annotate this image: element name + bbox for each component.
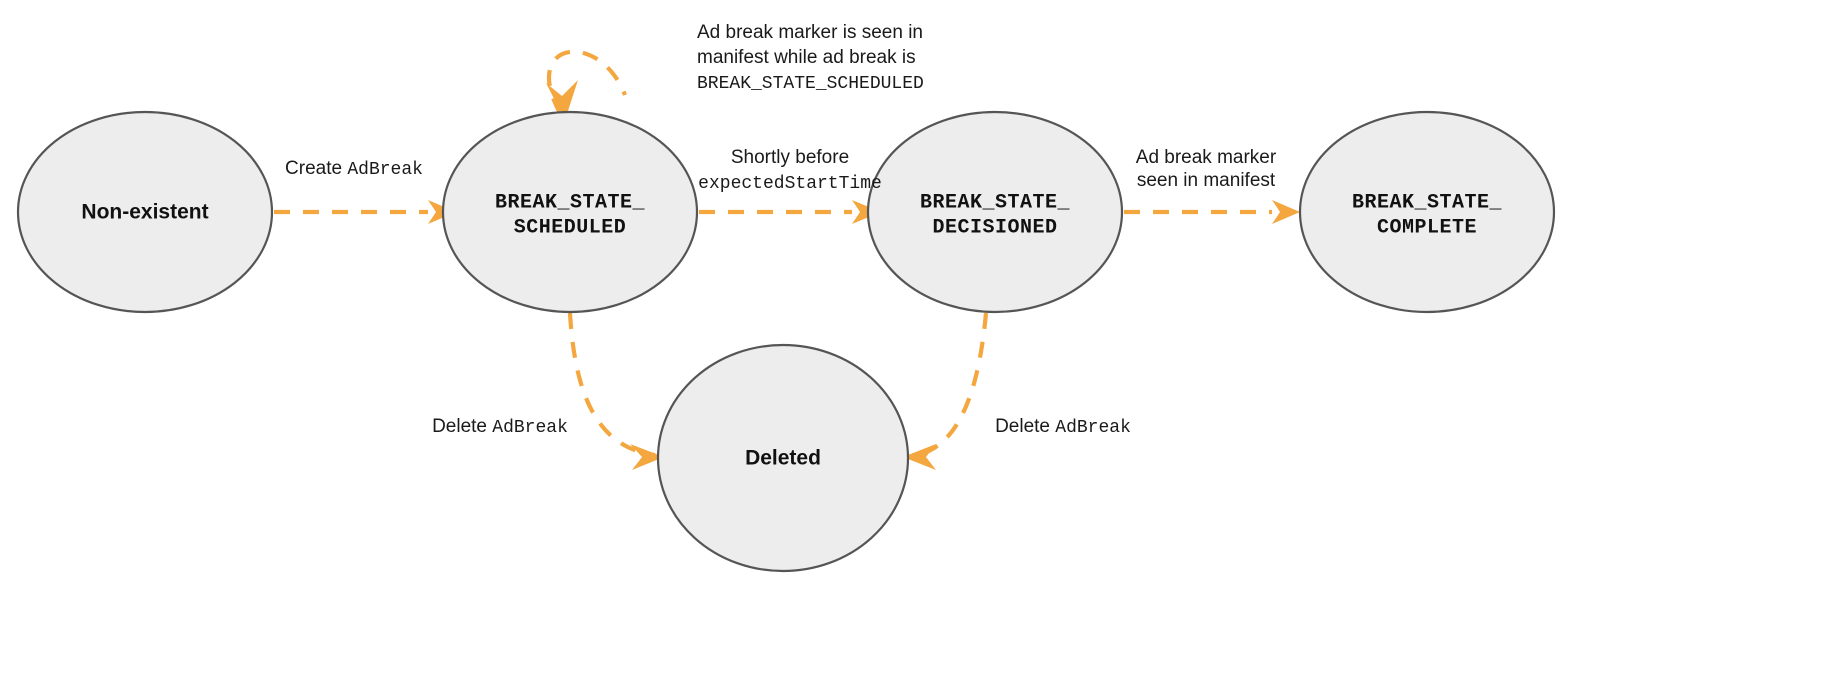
arrowhead-icon xyxy=(1272,200,1300,224)
edge-label-create-adbreak-prefix: Create xyxy=(285,158,347,179)
node-label-non-existent: Non-existent xyxy=(81,201,208,224)
edge-delete-adbreak-from-scheduled[interactable] xyxy=(567,312,664,470)
edge-label-delete-adbreak-left: Delete AdBreak xyxy=(432,416,568,438)
edge-create-adbreak[interactable] xyxy=(274,200,456,224)
edge-shortly-before-expected-start-time[interactable] xyxy=(699,200,881,224)
edge-line xyxy=(567,312,656,458)
edge-line xyxy=(911,312,989,459)
edge-label-selfloop-line1: Ad break marker is seen in xyxy=(697,22,923,43)
edge-label-selfloop-line3: BREAK_STATE_SCHEDULED xyxy=(697,74,924,94)
edge-line xyxy=(546,49,627,115)
node-label-complete-line2: COMPLETE xyxy=(1377,216,1477,239)
node-break-state-decisioned[interactable]: BREAK_STATE_ DECISIONED xyxy=(866,110,1124,314)
edge-delete-adbreak-from-decisioned[interactable] xyxy=(903,312,989,470)
edge-label-marker-line2: seen in manifest xyxy=(1137,170,1276,191)
node-shape xyxy=(16,110,274,314)
edge-label-delete-left-code: AdBreak xyxy=(492,418,568,438)
node-shape xyxy=(866,110,1124,314)
node-label-complete-line1: BREAK_STATE_ xyxy=(1352,191,1503,214)
node-deleted[interactable]: Deleted xyxy=(656,343,910,573)
arrowhead-icon xyxy=(546,80,578,120)
node-label-decisioned-line2: DECISIONED xyxy=(932,216,1057,239)
edge-label-delete-adbreak-right: Delete AdBreak xyxy=(995,416,1131,438)
edge-label-create-adbreak-code: AdBreak xyxy=(347,160,423,180)
edge-label-marker-line1: Ad break marker xyxy=(1136,147,1277,168)
edge-label-delete-right-code: AdBreak xyxy=(1055,418,1131,438)
edge-label-selfloop-line2: manifest while ad break is xyxy=(697,47,916,68)
edge-label-delete-right-prefix: Delete xyxy=(995,416,1055,437)
node-shape xyxy=(1298,110,1556,314)
edge-label-shortly-line1: Shortly before xyxy=(731,147,849,168)
edge-label-create-adbreak: Create AdBreak xyxy=(285,158,423,180)
node-label-scheduled-line2: SCHEDULED xyxy=(514,216,627,239)
node-non-existent[interactable]: Non-existent xyxy=(16,110,274,314)
node-shape xyxy=(441,110,699,314)
node-label-scheduled-line1: BREAK_STATE_ xyxy=(495,191,646,214)
edge-ad-break-marker-seen-in-manifest[interactable] xyxy=(1124,200,1300,224)
node-break-state-scheduled[interactable]: BREAK_STATE_ SCHEDULED xyxy=(441,110,699,314)
node-break-state-complete[interactable]: BREAK_STATE_ COMPLETE xyxy=(1298,110,1556,314)
edge-label-shortly-line2: expectedStartTime xyxy=(698,174,882,194)
edge-scheduled-self-loop[interactable] xyxy=(546,49,627,120)
edge-label-delete-left-prefix: Delete xyxy=(432,416,492,437)
node-label-decisioned-line1: BREAK_STATE_ xyxy=(920,191,1071,214)
arrowhead-icon xyxy=(852,200,881,224)
arrowhead-icon xyxy=(903,444,936,470)
arrowhead-icon xyxy=(630,444,664,470)
node-label-deleted: Deleted xyxy=(745,447,821,470)
node-shape xyxy=(656,343,910,573)
